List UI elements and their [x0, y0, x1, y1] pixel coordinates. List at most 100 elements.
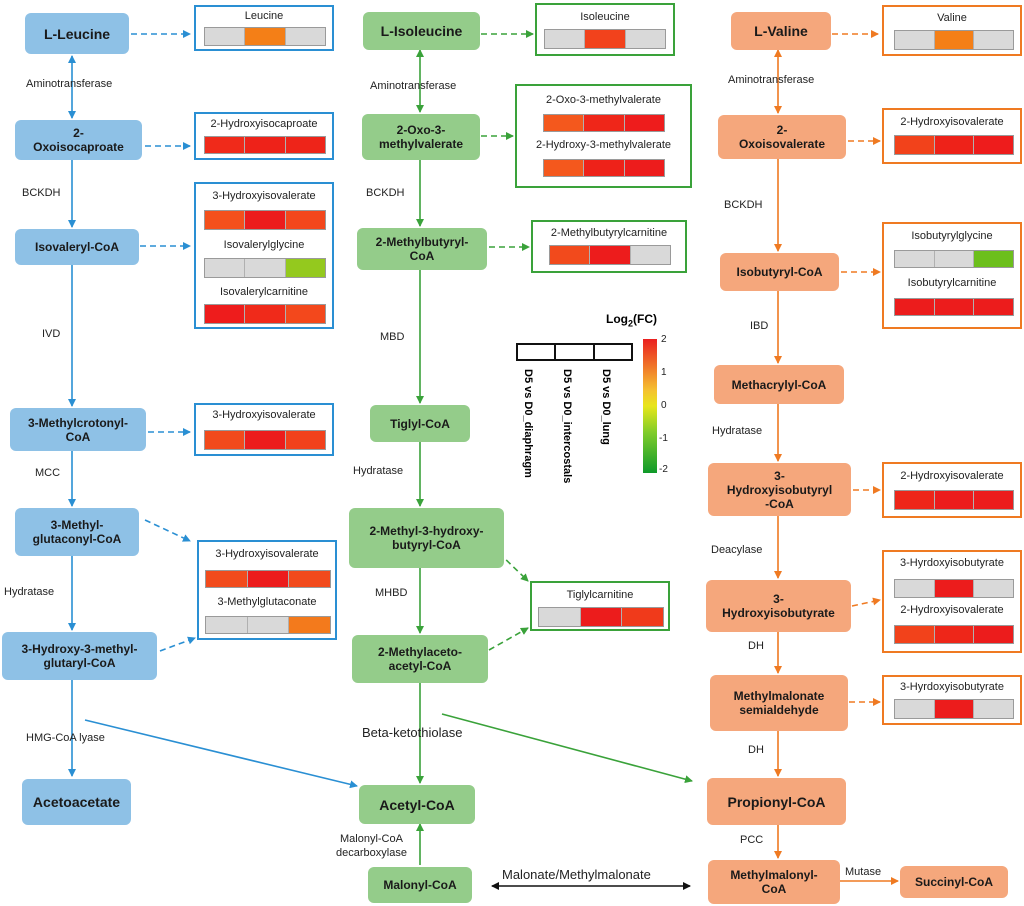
heatmap-bar-2-methylbutyrylcarnitine: [549, 245, 671, 265]
heatmap-cell: [285, 28, 325, 45]
heatmap-bar-2-hydroxyisovalerate: [894, 135, 1014, 155]
enzyme-mbd: MBD: [380, 331, 405, 343]
panel-2-hydroxyisovalerate: 2-Hydroxyisovalerate: [882, 108, 1022, 164]
legend-title: Log2(FC): [606, 312, 658, 329]
panel-3-hydroxyisovalerate: 3-Hydroxyisovalerate: [194, 403, 334, 456]
heatmap-cell: [895, 580, 935, 597]
legend-column-label: D5 vs D0_diaphragm: [522, 369, 534, 478]
heatmap-cell: [974, 251, 1014, 267]
metabolite-label: 2-Hydroxyisovalerate: [900, 116, 1004, 128]
node-2-methylacetoacetyl-coa: 2-Methylaceto- acetyl-CoA: [352, 635, 488, 683]
enzyme-ibd: IBD: [750, 320, 769, 332]
heatmap-bar-isoleucine: [544, 29, 666, 49]
heatmap-cell: [205, 431, 246, 449]
legend-tick: 2: [661, 334, 667, 345]
heatmap-bar-3-hydroxyisovalerate: [205, 570, 331, 588]
heatmap-cell: [590, 246, 631, 264]
heatmap-cell: [245, 431, 286, 449]
enzyme-mutase: Mutase: [845, 866, 882, 878]
heatmap-cell: [544, 115, 585, 131]
node-hmg-coa: 3-Hydroxy-3-methyl- glutaryl-CoA: [2, 632, 157, 680]
heatmap-cell: [539, 608, 581, 626]
node-2-oxoisovalerate: 2- Oxoisovalerate: [718, 115, 846, 159]
node-3-hydroxyisobutyryl-coa: 3- Hydroxyisobutyryl -CoA: [708, 463, 851, 516]
panel-tiglylcarnitine: Tiglylcarnitine: [530, 581, 670, 631]
legend-sample-boxes: [516, 343, 633, 361]
heatmap-cell: [624, 115, 664, 131]
heatmap-cell: [622, 608, 664, 626]
legend-column-label: D5 vs D0_intercostals: [561, 369, 573, 484]
node-tiglyl-coa: Tiglyl-CoA: [370, 405, 470, 442]
metabolite-label: 3-Hydroxyisovalerate: [212, 190, 316, 202]
legend-tick: 0: [661, 400, 667, 411]
heatmap-cell: [585, 30, 626, 48]
node-succinyl-coa: Succinyl-CoA: [900, 866, 1008, 898]
metabolite-label: 3-Hydroxyisovalerate: [215, 548, 319, 560]
panel-2-hydroxyisovalerate: 2-Hydroxyisovalerate: [882, 462, 1022, 518]
heatmap-bar-isovalerylcarnitine: [204, 304, 326, 324]
heatmap-cell: [544, 160, 585, 176]
metabolite-label: 2-Oxo-3-methylvalerate: [546, 94, 661, 106]
heatmap-bar-3-hydroxyisovalerate: [204, 210, 326, 230]
node-2-methyl-3-hydroxybutyryl-coa: 2-Methyl-3-hydroxy- butyryl-CoA: [349, 508, 504, 568]
heatmap-cell: [625, 30, 665, 48]
heatmap-cell: [974, 136, 1014, 154]
enzyme-hydratase: Hydratase: [4, 586, 55, 598]
heatmap-cell: [974, 580, 1014, 597]
node-2-methylbutyryl-coa: 2-Methylbutyryl- CoA: [357, 228, 487, 270]
heatmap-cell: [934, 626, 975, 643]
node-acetyl-coa: Acetyl-CoA: [359, 785, 475, 824]
heatmap-cell: [895, 31, 935, 49]
metabolite-label: Isovalerylcarnitine: [219, 286, 309, 298]
heatmap-cell: [895, 299, 935, 315]
node-malonyl-coa: Malonyl-CoA: [368, 867, 472, 903]
heatmap-cell: [584, 115, 625, 131]
node-methylmalonate-semialdehyde: Methylmalonate semialdehyde: [710, 675, 848, 731]
node-3-hydroxyisobutyrate: 3- Hydroxyisobutyrate: [706, 580, 851, 632]
heatmap-cell: [895, 626, 935, 643]
heatmap-cell: [974, 626, 1014, 643]
heatmap-cell: [934, 31, 975, 49]
metabolite-label: Isovalerylglycine: [223, 239, 305, 251]
heatmap-cell: [895, 491, 935, 509]
heatmap-bar-tiglylcarnitine: [538, 607, 664, 627]
heatmap-cell: [545, 30, 586, 48]
heatmap-cell: [245, 137, 286, 153]
heatmap-cell: [934, 700, 975, 718]
enzyme-bckdh: BCKDH: [366, 187, 405, 199]
enzyme-hydratase: Hydratase: [353, 465, 404, 477]
heatmap-bar-2-hydroxyisovalerate: [894, 625, 1014, 644]
metabolite-label: 3-Methylglutaconate: [217, 596, 317, 608]
metabolite-label: 2-Methylbutyrylcarnitine: [550, 227, 668, 239]
metabolite-label: Isobutyrylcarnitine: [907, 277, 997, 289]
metabolite-label: 2-Hydroxyisocaproate: [210, 118, 318, 130]
heatmap-cell: [245, 259, 286, 277]
heatmap-cell: [205, 28, 246, 45]
panel-isoleucine: Isoleucine: [535, 3, 675, 56]
enzyme-aminotransferase: Aminotransferase: [370, 80, 457, 92]
panel-2-oxo-3-methylvalerate: 2-Oxo-3-methylvalerate 2-Hydroxy-3-methy…: [515, 84, 692, 188]
node-propionyl-coa: Propionyl-CoA: [707, 778, 846, 825]
heatmap-cell: [245, 211, 286, 229]
enzyme-mcc: MCC: [35, 467, 61, 479]
heatmap-bar-3-methylglutaconate: [205, 616, 331, 634]
enzyme-ivd: IVD: [42, 328, 61, 340]
node-methacrylyl-coa: Methacrylyl-CoA: [714, 365, 844, 404]
panel-methylglutaconyl-metabolites: 3-Hydroxyisovalerate 3-Methylglutaconate: [197, 540, 337, 640]
heatmap-cell: [206, 617, 248, 633]
heatmap-cell: [895, 700, 935, 718]
metabolite-label: Valine: [937, 12, 967, 24]
heatmap-cell: [934, 251, 975, 267]
legend-tick: 1: [661, 367, 667, 378]
heatmap-cell: [934, 136, 975, 154]
heatmap-cell: [285, 305, 325, 323]
metabolite-label: 3-Hydroxyisovalerate: [212, 409, 316, 421]
heatmap-bar-isobutyrylglycine: [894, 250, 1014, 268]
node-isovaleryl-coa: Isovaleryl-CoA: [15, 229, 139, 265]
heatmap-cell: [206, 571, 248, 587]
legend-color-scale: [643, 339, 657, 473]
heatmap-cell: [624, 160, 664, 176]
metabolite-label: 2-Hydroxy-3-methylvalerate: [535, 139, 672, 151]
heatmap-cell: [630, 246, 670, 264]
legend-column-label: D5 vs D0_lung: [600, 369, 612, 445]
